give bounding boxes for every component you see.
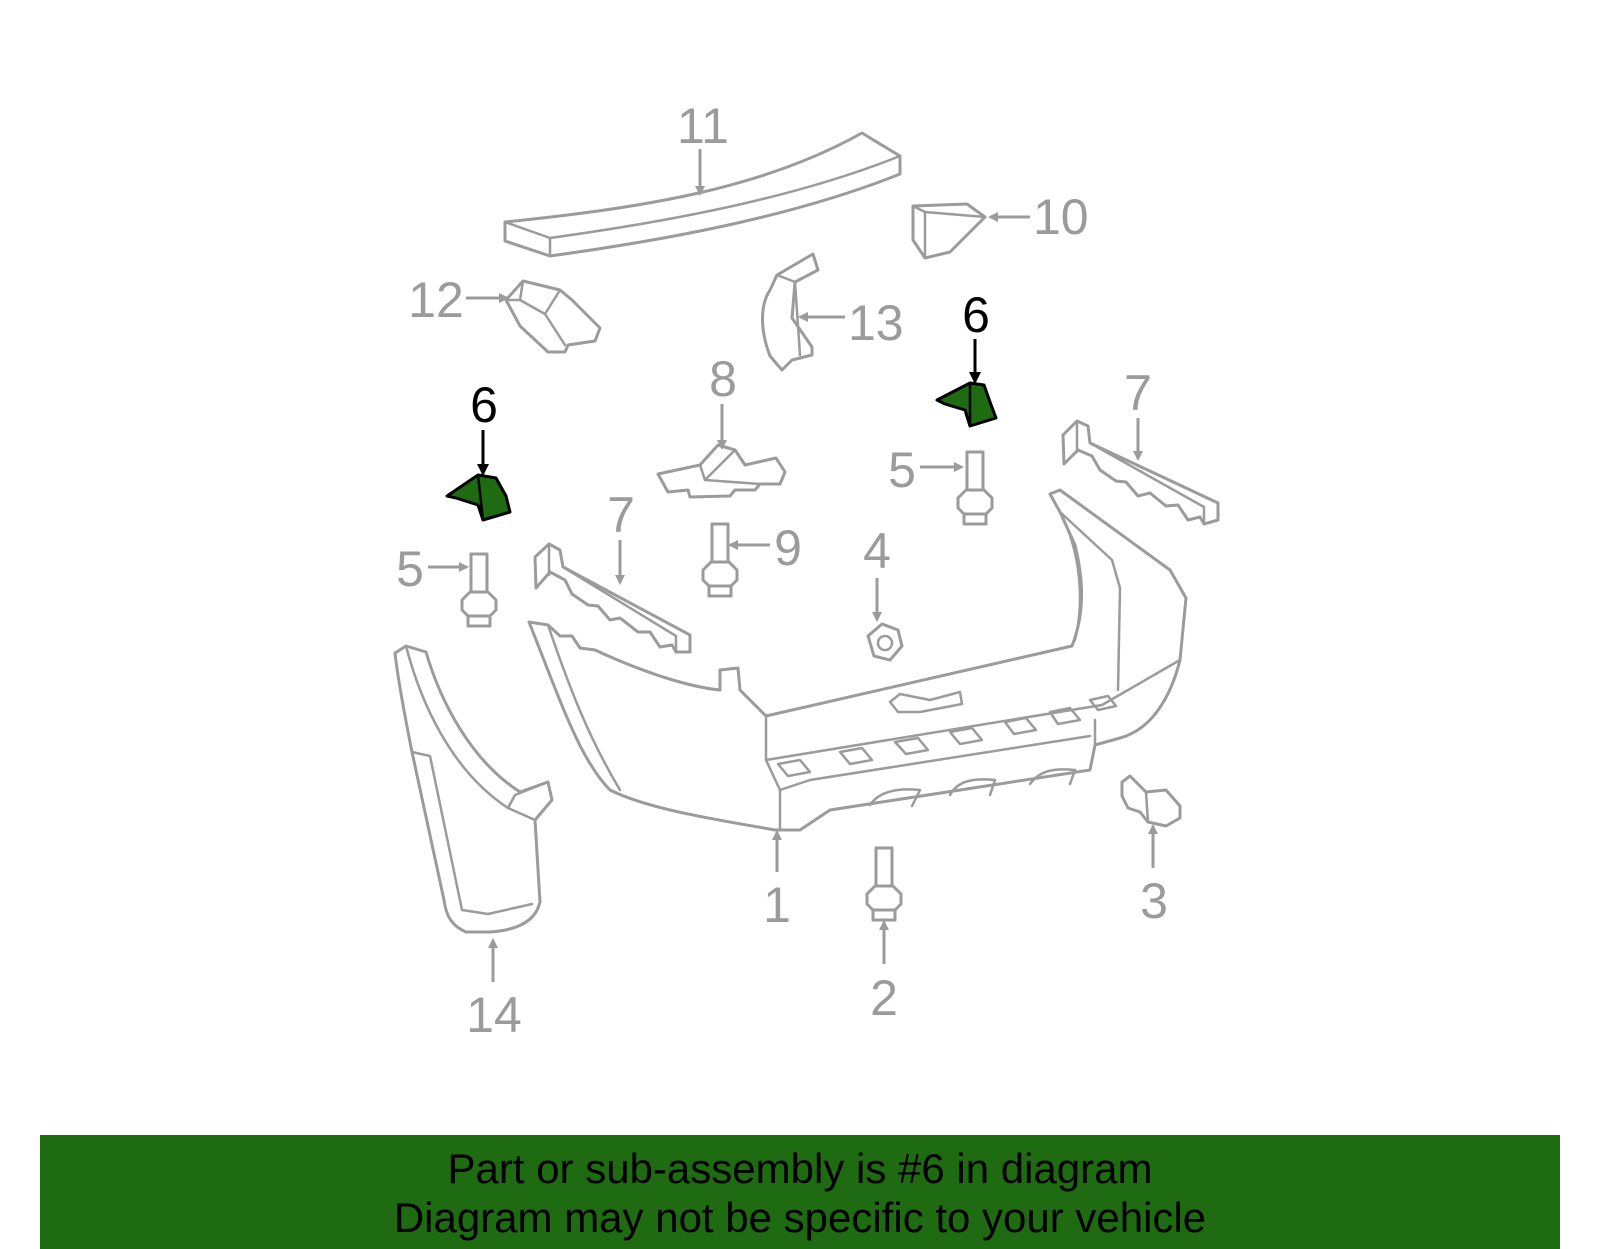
- part-12-bracket: [504, 279, 602, 354]
- callout-13: 13: [848, 295, 904, 351]
- callout-11: 11: [677, 98, 729, 154]
- part-5-right-bolt: [956, 450, 994, 526]
- banner-line-1: Part or sub-assembly is #6 in diagram: [447, 1145, 1153, 1192]
- part-6-right-highlighted: [935, 381, 998, 428]
- info-banner: Part or sub-assembly is #6 in diagram Di…: [40, 1135, 1560, 1249]
- part-3-clip: [1120, 774, 1182, 828]
- callout-9: 9: [774, 520, 802, 576]
- part-7-left-rail: [533, 542, 692, 654]
- callout-numbers: 11 10 12 13 8 7 7 5 5 9 4 1 2 3 14 6 6: [396, 98, 1168, 1043]
- part-10-extension: [911, 202, 987, 260]
- part-13-support: [761, 252, 820, 372]
- callout-2: 2: [870, 970, 898, 1026]
- part-5-left-bolt: [460, 552, 498, 628]
- callout-14: 14: [466, 987, 522, 1043]
- part-2-bolt: [865, 846, 903, 922]
- banner-line-2: Diagram may not be specific to your vehi…: [393, 1194, 1207, 1241]
- callout-1: 1: [763, 877, 791, 933]
- callout-12: 12: [408, 272, 464, 328]
- callout-6-right: 6: [962, 287, 990, 343]
- callout-7-right: 7: [1124, 365, 1152, 421]
- callout-4: 4: [863, 523, 891, 579]
- part-8-bracket: [656, 443, 787, 499]
- callout-8: 8: [709, 351, 737, 407]
- part-1-bumper-cover: [527, 488, 1188, 832]
- callout-3: 3: [1140, 873, 1168, 929]
- callout-5-left: 5: [396, 541, 424, 597]
- part-7-right-rail: [1061, 419, 1220, 526]
- callout-7-left: 7: [607, 487, 635, 543]
- part-6-left-highlighted: [445, 473, 512, 522]
- part-14-mud-guard: [393, 644, 554, 934]
- leader-lines: [428, 149, 1158, 982]
- banner-text: Part or sub-assembly is #6 in diagram Di…: [40, 1135, 1560, 1242]
- callout-5-right: 5: [888, 442, 916, 498]
- part-9-bolt: [701, 522, 739, 598]
- part-4-nut: [866, 622, 904, 662]
- callout-10: 10: [1033, 189, 1089, 245]
- callout-6-left: 6: [470, 377, 498, 433]
